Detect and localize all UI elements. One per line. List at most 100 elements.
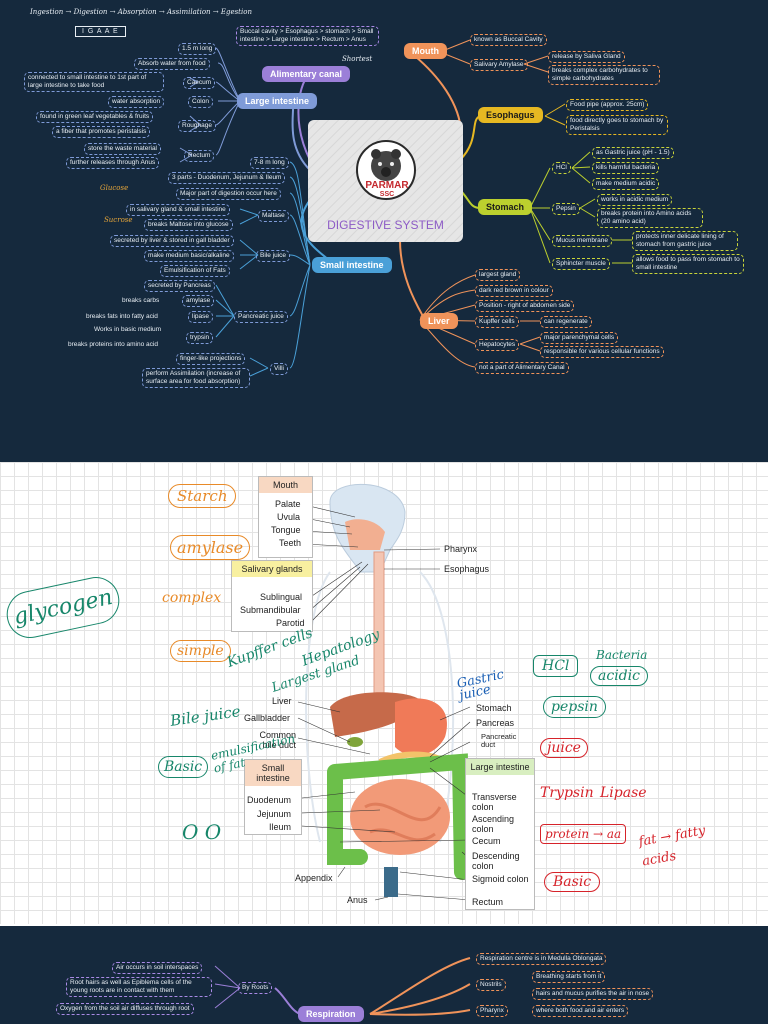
hand-acidic: acidic (590, 666, 648, 686)
hand-lipase: Lipase (600, 785, 647, 801)
liver-kupffer-note: can regenerate (540, 316, 592, 328)
stomach-sphincter: Sphincter muscle (552, 258, 610, 270)
large-intestine-node: Large intestine (237, 93, 318, 109)
small-intestine-node: Small intestine (312, 257, 392, 273)
hand-pepsin: pepsin (543, 696, 606, 718)
si-villi-note1: finger-like projections (176, 353, 246, 365)
si-parts: 3 parts - Duodenum, Jejunum & Ileum (168, 172, 286, 184)
resp-roots-note3: Oxygen from the soil air diffuses throug… (56, 1003, 194, 1015)
si-trypsin-note2: breaks proteins into amino acid (68, 341, 158, 348)
resp-pharynx-note: where both food and air enters (532, 1005, 629, 1017)
large-item: Descending colon (472, 851, 520, 871)
mouth-amylase-note2: breaks complex carbohydrates to simple c… (548, 65, 660, 85)
li-colon: Colon (188, 96, 213, 108)
large-item: Rectum (472, 897, 504, 907)
stomach-mucus-note: protects inner delicate lining of stomac… (632, 231, 738, 251)
si-pancreatic-note: secreted by Pancreas (144, 280, 215, 292)
si-scribble1: Glucose (100, 184, 129, 192)
small-item: Jejunum (257, 809, 292, 819)
hand-juice: juice (540, 738, 588, 758)
liver-hep-note1: major parenchymal cells (540, 332, 619, 344)
si-amylase: amylase (182, 295, 215, 307)
logo-text: PARMAR (365, 180, 409, 191)
small-intestine-box: Small intestine Duodenum Jejunum Ileum (244, 759, 302, 835)
alimentary-scribble: Shortest (342, 55, 373, 63)
resp-roots-note2: Root hairs as well as Epiblema cells of … (66, 977, 212, 997)
stomach-mucus: Mucus membrane (552, 235, 613, 247)
header-note: Ingestion → Digestion → Absorption → Ass… (30, 8, 252, 16)
large-intestine-box: Large intestine Transverse colon Ascendi… (465, 758, 535, 910)
bile-duct-label: Common bile duct (259, 730, 296, 750)
li-rectum-note1: store the waste material (84, 143, 162, 155)
si-lipase: lipase (188, 311, 213, 323)
respiration-page: Air occurs in soil interspaces Root hair… (0, 926, 768, 1024)
resp-pharynx: Pharynx (476, 1005, 508, 1017)
liver-note2: dark red brown in colour (475, 285, 553, 297)
digestive-organs-illustration (297, 483, 471, 901)
liver-note3: Position - right of abdomen side (475, 300, 575, 312)
mouth-item: Tongue (271, 525, 301, 535)
respiration-node: Respiration (298, 1006, 364, 1022)
stomach-hcl: HCl (552, 162, 571, 174)
center-card: PARMAR SSC DIGESTIVE SYSTEM (308, 120, 463, 242)
large-item: Cecum (472, 836, 501, 846)
si-maltase: Maltase (258, 210, 289, 222)
si-maltase-note2: breaks Maltose into glucose (144, 219, 233, 231)
stomach-pepsin-note2: breaks protein into Amino acids (20 amin… (597, 208, 703, 228)
si-villi-note2: perform Assimilation (increase of surfac… (142, 368, 250, 388)
small-item: Duodenum (247, 795, 292, 805)
si-bile-note2: make medium basic/alkaline (144, 250, 234, 262)
si-major: Major part of digestion occur here (176, 188, 281, 200)
liver-kupffer: Kupffer cells (475, 316, 519, 328)
pharynx-label: Pharynx (444, 544, 478, 554)
si-pancreatic: Pancreatic juice (234, 311, 288, 323)
si-bile: Bile juice (256, 250, 291, 262)
large-item: Ascending colon (472, 814, 515, 834)
salivary-item: Parotid (276, 618, 305, 628)
esophagus-note2: food directly goes to stomach by Perista… (566, 115, 668, 135)
pancreas-label: Pancreas (476, 718, 515, 728)
hand-simple: simple (170, 640, 231, 662)
stomach-pepsin: Pepsin (552, 203, 580, 215)
stomach-node: Stomach (478, 199, 533, 215)
mouth-box-title: Mouth (259, 477, 312, 493)
si-amylase-note: breaks carbs (122, 297, 160, 304)
mouth-item: Palate (275, 499, 301, 509)
large-item: Transverse colon (472, 792, 517, 812)
hand-hcl: HCl (533, 655, 579, 677)
mouth-item: Teeth (279, 538, 302, 548)
resp-nostrils-note1: Breathing starts from it (532, 971, 606, 983)
respiration-connectors (214, 957, 471, 1016)
hand-starch: Starch (168, 484, 237, 508)
anus-label: Anus (347, 895, 368, 905)
li-length: 1.5 m long (178, 43, 217, 55)
hand-trypsin: Trypsin (540, 785, 594, 801)
stomach-pepsin-note1: works in acidic medium (597, 194, 673, 206)
salivary-item: Sublingual (260, 592, 303, 602)
resp-nostrils: Nostrils (476, 979, 506, 991)
hand-basic2: Basic (544, 872, 601, 892)
li-cecum-note: connected to small intestine to 1st part… (24, 72, 164, 92)
hand-protein: protein → aa (540, 824, 627, 844)
si-length: 7-8 m long (250, 157, 289, 169)
large-item: Sigmoid colon (472, 874, 529, 884)
resp-by-roots: By Roots (238, 982, 273, 994)
header-box: I G A A E (75, 26, 126, 37)
mouth-amylase-note1: release by Saliva Gland (548, 51, 625, 63)
stomach-hcl-note2: kills harmful bacteria (592, 162, 660, 174)
center-title: DIGESTIVE SYSTEM (327, 218, 444, 232)
mouth-box: Mouth Palate Uvula Tongue Teeth (258, 476, 313, 558)
mouth-item: Uvula (277, 512, 301, 522)
small-box-title: Small intestine (245, 760, 301, 786)
esophagus-node: Esophagus (478, 107, 543, 123)
si-bile-note1: secreted by liver & stored in gall bladd… (110, 235, 234, 247)
si-villi: Villi (270, 363, 288, 375)
stomach-hcl-note3: make medium acidic (592, 178, 660, 190)
liver-note1: largest gland (475, 269, 521, 281)
liver-note4: not a part of Alimentary Canal (475, 362, 569, 374)
salivary-item: Submandibular (240, 605, 301, 615)
alimentary-node: Alimentary canal (262, 66, 351, 82)
mouth-amylase: Salivary Amylase (470, 59, 528, 71)
stomach-sphincter-note: allows food to pass from stomach to smal… (632, 254, 744, 274)
esophagus-label: Esophagus (444, 564, 490, 574)
